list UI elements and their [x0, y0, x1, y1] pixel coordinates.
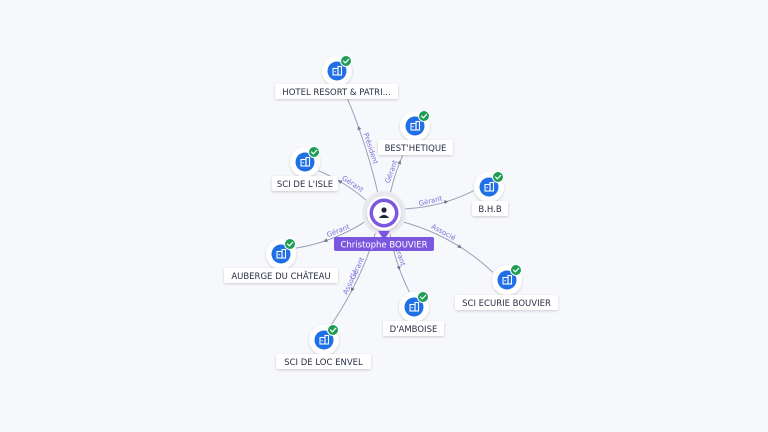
edge-damboise: [388, 228, 410, 292]
node-label-box: [383, 321, 444, 336]
edge-arrow-icon: [357, 125, 362, 131]
company-node-bestethique[interactable]: BEST'HETIQUE: [378, 110, 453, 156]
company-node-scidelisle[interactable]: SCI DE L'ISLE: [272, 146, 338, 192]
edge-arrow-icon: [338, 180, 343, 184]
verified-check-icon: [327, 324, 339, 336]
node-label-hotel: HOTEL RESORT & PATRI...: [282, 88, 390, 98]
verified-check-icon: [340, 55, 352, 67]
node-label-box: [275, 84, 398, 99]
building-icon: [484, 181, 495, 192]
edge-arrow-icon: [443, 200, 449, 205]
edge-arrow-icon: [397, 160, 402, 165]
verified-check-icon: [417, 291, 429, 303]
edge-label-auberge: Gérant: [326, 223, 352, 239]
verified-check-icon: [308, 146, 320, 158]
edge-arrow-icon: [396, 265, 401, 271]
verified-check-icon: [284, 238, 296, 250]
node-label-bhb: B.H.B: [478, 205, 501, 215]
building-icon: [410, 120, 421, 131]
building-icon: [502, 274, 513, 285]
node-label-bestethique: BEST'HETIQUE: [385, 144, 447, 154]
edge-arrow-icon: [323, 238, 328, 243]
company-node-auberge[interactable]: AUBERGE DU CHÂTEAU: [224, 238, 338, 284]
person-icon: [378, 207, 390, 218]
company-node-damboise[interactable]: D'AMBOISE: [383, 291, 444, 337]
verified-check-icon: [418, 110, 430, 122]
edge-label-hotel: Président: [362, 132, 380, 166]
node-label-sciecurie: SCI ECURIE BOUVIER: [462, 299, 551, 309]
node-label-box: [272, 176, 338, 191]
building-icon: [409, 301, 420, 312]
edge-arrow-icon: [457, 244, 462, 248]
node-label-auberge: AUBERGE DU CHÂTEAU: [231, 270, 330, 282]
node-label-damboise: D'AMBOISE: [390, 325, 438, 335]
edge-sciecurie: [397, 220, 494, 273]
verified-check-icon: [492, 171, 504, 183]
company-node-sciecurie[interactable]: SCI ECURIE BOUVIER: [455, 264, 558, 311]
building-icon: [276, 248, 287, 259]
building-icon: [319, 334, 330, 345]
building-icon: [332, 65, 343, 76]
building-icon: [300, 156, 311, 167]
node-label-box: [378, 140, 453, 155]
company-node-bhb[interactable]: B.H.B: [472, 171, 508, 217]
verified-check-icon: [510, 264, 522, 276]
center-name: Christophe BOUVIER: [340, 241, 427, 251]
company-node-hotel[interactable]: HOTEL RESORT & PATRI...: [275, 55, 398, 100]
edge-label-bestethique: Gérant: [384, 159, 400, 185]
node-label-scilocenvel: SCI DE LOC ENVEL: [284, 358, 363, 368]
edge-auberge: [295, 218, 370, 249]
company-node-scilocenvel[interactable]: SCI DE LOC ENVEL: [276, 324, 371, 370]
node-label-box: [224, 268, 338, 283]
center-name-badge: [334, 237, 434, 251]
node-label-box: [472, 201, 508, 216]
edge-arrow-icon: [351, 287, 355, 292]
node-label-scidelisle: SCI DE L'ISLE: [277, 180, 333, 190]
center-person-node[interactable]: Christophe BOUVIER: [334, 191, 434, 251]
edge-bhb: [399, 190, 474, 210]
node-label-box: [455, 295, 558, 310]
node-label-box: [276, 354, 371, 369]
